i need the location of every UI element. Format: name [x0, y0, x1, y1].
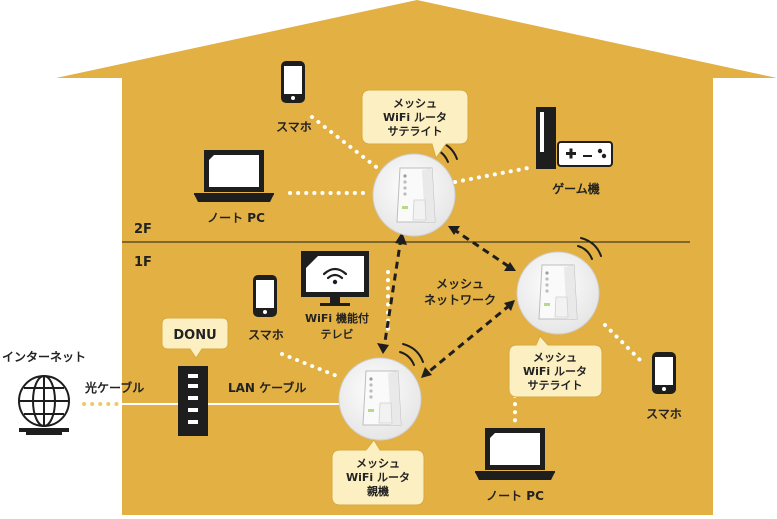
satellite-2f-node — [372, 140, 458, 237]
fiber-label: 光ケーブル — [84, 380, 144, 395]
smartphone-icon — [253, 275, 277, 317]
game-label: ゲーム機 — [552, 181, 600, 196]
satellite-2f-line1: メッシュ — [393, 97, 437, 110]
tv-label-line1: WiFi 機能付 — [305, 311, 369, 325]
wifi-tv-icon — [301, 251, 369, 306]
satellite-1f-callout: メッシュ WiFi ルータ サテライト — [508, 335, 603, 398]
house-shape — [56, 0, 777, 515]
phone-1f-right-label: スマホ — [646, 407, 682, 421]
router-parent-line1: メッシュ — [356, 457, 400, 470]
router-parent-callout: メッシュ WiFi ルータ 親機 — [331, 439, 425, 506]
laptop-icon — [475, 428, 555, 480]
wifi-links — [280, 115, 642, 427]
donu-label: DONU — [173, 328, 216, 343]
mesh-links — [382, 227, 512, 376]
satellite-2f-line2: WiFi ルータ — [383, 111, 447, 124]
wifi-waves-icon — [399, 343, 424, 366]
router-parent-line2: WiFi ルータ — [346, 471, 410, 484]
floor-label-2f: 2F — [134, 222, 152, 237]
game-console-icon — [536, 107, 613, 169]
satellite-1f-line1: メッシュ — [533, 351, 577, 364]
laptop-2f-label: ノート PC — [207, 211, 265, 225]
wifi-waves-icon — [577, 237, 602, 260]
mesh-arrowheads — [377, 226, 516, 378]
floor-label-1f: 1F — [134, 255, 152, 270]
router-parent-line3: 親機 — [367, 484, 389, 498]
mesh-network-label-line1: メッシュ — [436, 277, 484, 291]
satellite-2f-line3: サテライト — [388, 125, 443, 138]
onu-device-icon — [178, 366, 208, 436]
satellite-1f-line2: WiFi ルータ — [523, 365, 587, 378]
globe-icon — [18, 375, 70, 435]
phone-2f-label: スマホ — [276, 120, 312, 134]
smartphone-icon — [652, 352, 676, 394]
smartphone-icon — [281, 61, 305, 103]
donu-callout: DONU — [161, 317, 229, 359]
internet-label: インターネット — [2, 350, 86, 364]
laptop-icon — [194, 150, 274, 202]
satellite-1f-line3: サテライト — [528, 379, 583, 392]
lan-label: LAN ケーブル — [228, 380, 306, 395]
router-parent-node — [338, 343, 424, 441]
mesh-network-label-line2: ネットワーク — [424, 293, 496, 307]
laptop-1f-label: ノート PC — [486, 489, 544, 503]
phone-1f-left-label: スマホ — [248, 328, 284, 342]
satellite-2f-callout: メッシュ WiFi ルータ サテライト — [361, 89, 469, 160]
satellite-1f-node — [516, 237, 602, 335]
tv-label-line2: テレビ — [321, 327, 354, 341]
